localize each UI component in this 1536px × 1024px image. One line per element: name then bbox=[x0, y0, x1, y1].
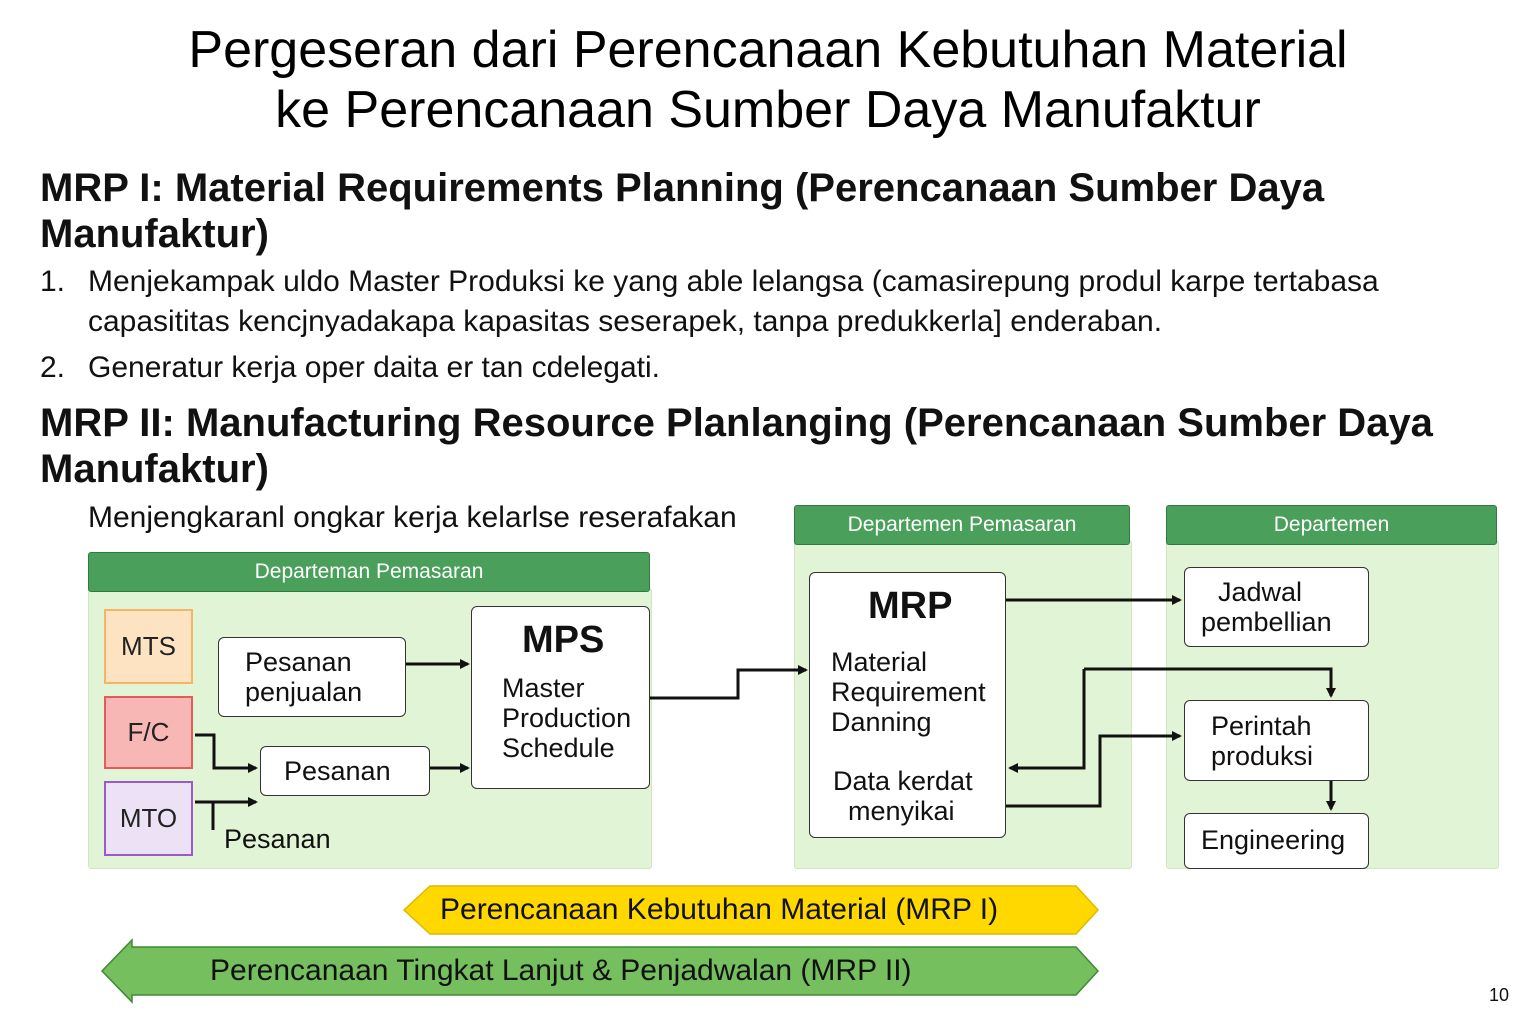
pesanan-penjualan-box: Pesanan penjualan bbox=[218, 637, 406, 717]
jadwal-line1: Jadwal bbox=[1218, 577, 1303, 607]
page-number: 10 bbox=[1489, 985, 1510, 1005]
arrow-back-to-mrp bbox=[1008, 669, 1086, 773]
page-title-line2: ke Perencanaan Sumber Daya Manufaktur bbox=[275, 81, 1261, 139]
pesanan-penjualan-line2: penjualan bbox=[245, 677, 363, 707]
mto-box: MTO bbox=[104, 781, 193, 856]
mps-line2: Production bbox=[502, 703, 632, 733]
perintah-line2: produksi bbox=[1211, 741, 1314, 771]
list-item-1-line1: Menjekampak uldo Master Produksi ke yang… bbox=[88, 265, 1379, 298]
pesanan-label: Pesanan bbox=[224, 824, 331, 854]
mps-title: MPS bbox=[522, 619, 605, 661]
arrow-mrp-to-perintah bbox=[1006, 731, 1182, 808]
mrp-line3: Danning bbox=[831, 707, 932, 737]
mrp1-heading-line2: Manufaktur) bbox=[40, 212, 269, 256]
mps-line1: Master bbox=[502, 673, 585, 703]
fc-box: F/C bbox=[104, 696, 193, 769]
mrp-box: MRP Material Requirement Danning Data ke… bbox=[809, 572, 1006, 838]
mrp-line1: Material bbox=[831, 647, 928, 677]
mrp-line5: menyikai bbox=[848, 796, 955, 826]
panel-right-header: Departemen bbox=[1166, 505, 1497, 545]
band-mrp1-label: Perencanaan Kebutuhan Material (MRP I) bbox=[440, 893, 999, 926]
mrp2-subtext: Menjengkaranl ongkar kerja kelarlse rese… bbox=[88, 501, 737, 534]
list-item-number: 2. bbox=[40, 351, 66, 384]
mps-box: MPS Master Production Schedule bbox=[471, 606, 650, 789]
pesanan-penjualan-line1: Pesanan bbox=[245, 647, 352, 677]
band-mrp2-arrow bbox=[100, 938, 1100, 1004]
list-item-2-line1: Generatur kerja oper daita er tan cdeleg… bbox=[88, 351, 661, 384]
engineering-box: Engineering bbox=[1184, 813, 1369, 869]
arrow-to-perintah-top bbox=[1084, 667, 1336, 698]
mrp-line2: Requirement bbox=[831, 677, 986, 707]
arrow-mps-to-mrp bbox=[650, 665, 808, 700]
mrp2-heading-line2: Manufaktur) bbox=[40, 447, 269, 491]
page-title-line1: Pergeseran dari Perencanaan Kebutuhan Ma… bbox=[188, 21, 1348, 79]
panel-left-header: Departeman Pemasaran bbox=[88, 552, 650, 592]
mts-box: MTS bbox=[104, 609, 193, 684]
jadwal-box: Jadwal pembellian bbox=[1184, 567, 1369, 647]
mps-line3: Schedule bbox=[502, 733, 615, 763]
list-item-1-line2: capasititas kencjnyadakapa kapasitas ses… bbox=[88, 305, 1163, 338]
mrp-title: MRP bbox=[868, 585, 953, 627]
pesanan-box: Pesanan bbox=[260, 746, 430, 796]
pesanan-box-label: Pesanan bbox=[284, 756, 391, 786]
engineering-label: Engineering bbox=[1201, 825, 1346, 855]
perintah-box: Perintah produksi bbox=[1184, 700, 1369, 781]
band-mrp2-label: Perencanaan Tingkat Lanjut & Penjadwalan… bbox=[210, 954, 912, 987]
perintah-line1: Perintah bbox=[1211, 711, 1312, 741]
jadwal-line2: pembellian bbox=[1201, 607, 1332, 637]
panel-mid-header: Departemen Pemasaran bbox=[794, 505, 1130, 545]
mrp1-heading-line1: MRP I: Material Requirements Planning (P… bbox=[40, 166, 1325, 210]
arrow-fc-to-pesanan bbox=[195, 733, 258, 773]
list-item-number: 1. bbox=[40, 265, 66, 298]
mrp-line4: Data kerdat bbox=[833, 766, 973, 796]
mrp2-heading-line1: MRP II: Manufacturing Resource Planlangi… bbox=[40, 401, 1433, 445]
band-mrp1-arrow bbox=[402, 885, 1100, 935]
